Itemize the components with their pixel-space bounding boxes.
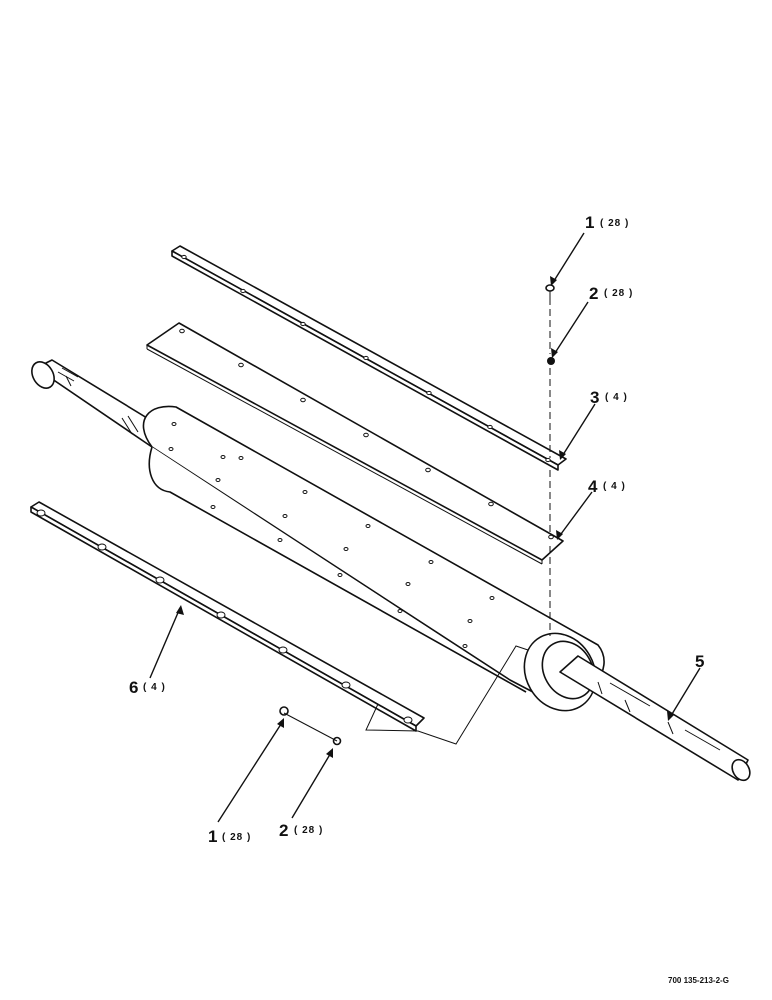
- callout-3: 3 ( 4 ): [590, 388, 628, 407]
- assembly-lines: [283, 298, 551, 745]
- callout-5: 5: [695, 652, 704, 671]
- leader-lines: [149, 232, 701, 823]
- callout-6: 6 ( 4 ): [129, 678, 166, 697]
- callout-quantity: ( 4 ): [143, 682, 166, 693]
- screw-upper: [545, 284, 555, 298]
- part-4-rubber-flap: [146, 322, 564, 565]
- callout-quantity: ( 28 ): [600, 218, 629, 229]
- callout-quantity: ( 28 ): [294, 825, 323, 836]
- callout-quantity: ( 4 ): [605, 392, 628, 403]
- nut-upper: [547, 357, 555, 365]
- callout-number: 3: [590, 388, 599, 407]
- callout-number: 5: [695, 652, 704, 671]
- callout-4: 4 ( 4 ): [588, 477, 626, 496]
- callout-quantity: ( 28 ): [222, 832, 251, 843]
- part-3-flat-bar: [171, 245, 567, 471]
- part-5-shaft-right: [559, 655, 751, 782]
- part-5-shaft-left: [31, 359, 171, 448]
- callout-2-bottom: 2 ( 28 ): [279, 821, 323, 840]
- screw-lower: [279, 706, 289, 716]
- callout-number: 1: [208, 827, 217, 846]
- drawing-number: 700 135-213-2-G: [668, 976, 729, 985]
- callout-1-top: 1 ( 28 ): [585, 213, 629, 232]
- callout-1-bottom: 1 ( 28 ): [208, 827, 251, 846]
- callout-quantity: ( 4 ): [603, 481, 626, 492]
- callout-number: 6: [129, 678, 138, 697]
- part-5-roller-body: [142, 405, 605, 703]
- callout-quantity: ( 28 ): [604, 288, 633, 299]
- callout-2-top: 2 ( 28 ): [589, 284, 633, 303]
- callout-number: 2: [589, 284, 598, 303]
- callout-number: 2: [279, 821, 288, 840]
- callout-number: 4: [588, 477, 598, 496]
- callout-number: 1: [585, 213, 594, 232]
